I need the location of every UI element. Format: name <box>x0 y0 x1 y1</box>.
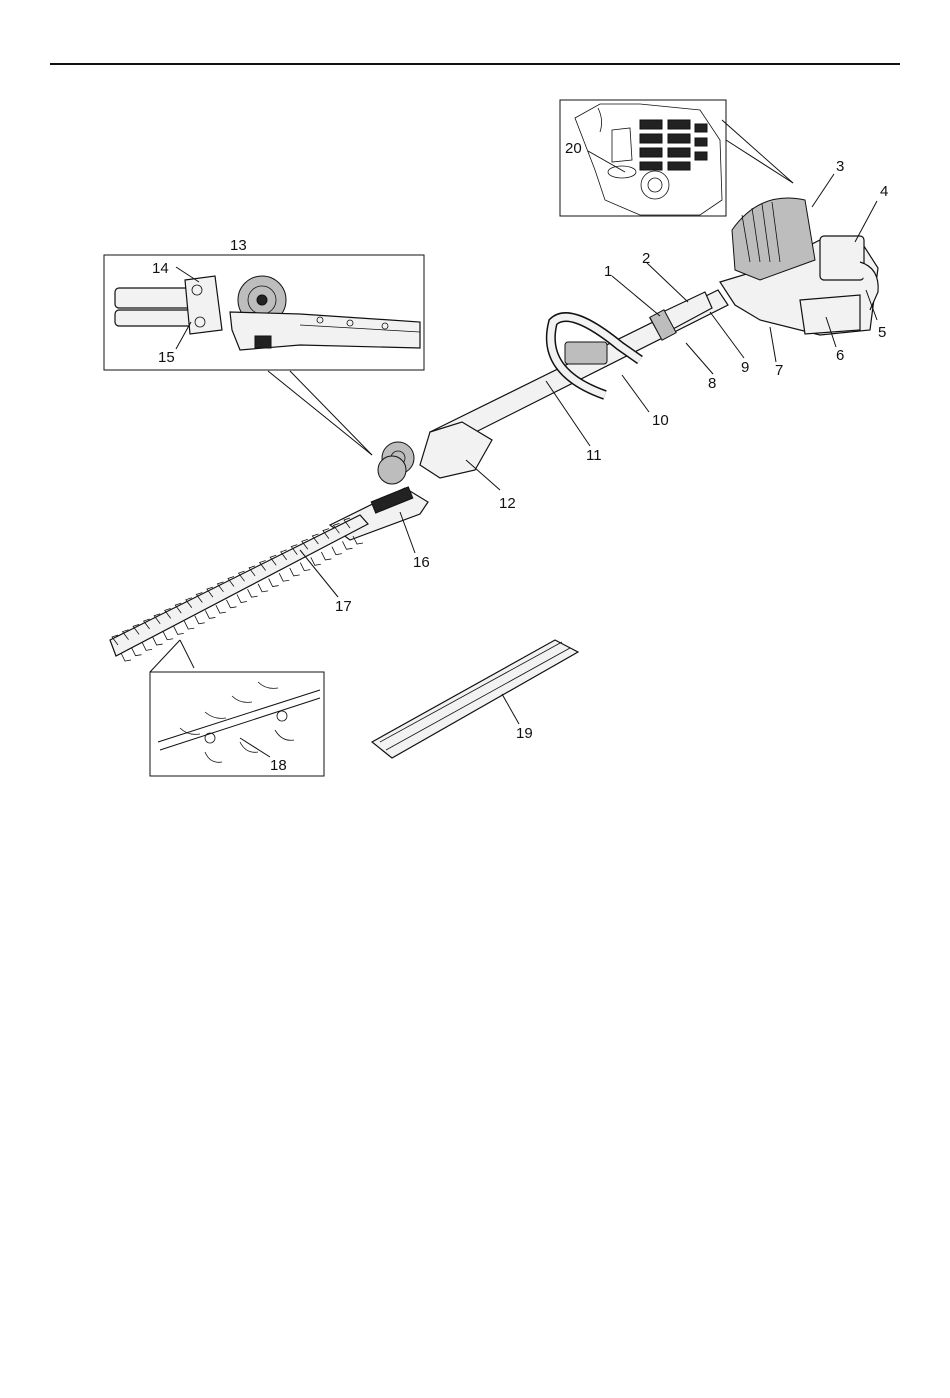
callout-1: 1 <box>604 263 612 280</box>
blade-tooth <box>132 648 142 656</box>
callout-10: 10 <box>652 412 669 429</box>
callout-11: 11 <box>586 447 602 464</box>
callout-20: 20 <box>565 140 582 157</box>
callout-9: 9 <box>741 359 749 376</box>
blade-tooth <box>300 563 310 571</box>
callout-3: 3 <box>836 158 844 175</box>
callout-19: 19 <box>516 725 533 742</box>
blade-tooth <box>142 642 152 650</box>
callout-13: 13 <box>230 237 247 254</box>
blade-tooth <box>269 579 279 587</box>
blade-tooth <box>258 584 268 592</box>
blade-tooth <box>342 541 352 549</box>
callout-6: 6 <box>836 347 844 364</box>
blade-detail-inset <box>150 672 324 776</box>
blade-scabbard <box>372 640 578 758</box>
callout-18: 18 <box>270 757 287 774</box>
blade-tooth <box>205 610 215 618</box>
blade-tooth <box>226 600 236 608</box>
callout-7: 7 <box>775 362 783 379</box>
blade-tooth <box>153 637 163 645</box>
blade-tooth <box>163 632 173 640</box>
blade-tooth <box>311 557 321 565</box>
blade-tooth <box>279 573 289 581</box>
blade-tooth <box>321 552 331 560</box>
blade-tooth <box>121 653 131 661</box>
callout-8: 8 <box>708 375 716 392</box>
callout-5: 5 <box>878 324 886 341</box>
blade-tooth <box>332 547 342 555</box>
callout-12: 12 <box>499 495 516 512</box>
callout-14: 14 <box>152 260 169 277</box>
blade-tooth <box>216 605 226 613</box>
blade-tooth <box>237 595 247 603</box>
blade-tooth <box>290 568 300 576</box>
callout-2: 2 <box>642 250 650 267</box>
blade-tooth <box>195 616 205 624</box>
callout-16: 16 <box>413 554 430 571</box>
blade-tooth <box>184 621 194 629</box>
callout-17: 17 <box>335 598 352 615</box>
callout-15: 15 <box>158 349 175 366</box>
callout-4: 4 <box>880 183 888 200</box>
blade-tooth <box>248 589 258 597</box>
blade-tooth <box>174 626 184 634</box>
